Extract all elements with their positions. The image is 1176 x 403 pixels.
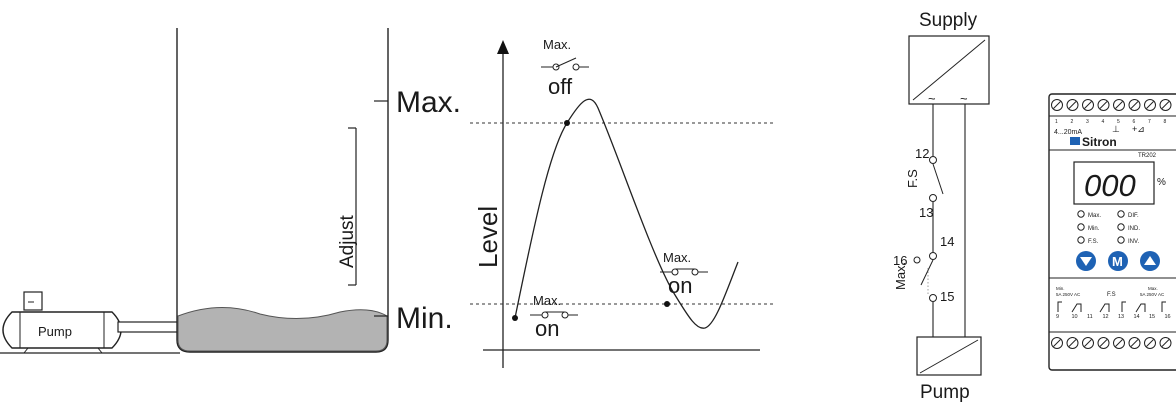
model-label: TR202 [1138, 153, 1157, 159]
switch-max-on-right-label: Max. [663, 250, 691, 265]
option-ind: IND. [1128, 226, 1140, 232]
switch-max-off-state: off [548, 74, 573, 99]
fs-contact: 12 13 F.S [905, 146, 944, 220]
pump-motor-box [23, 291, 43, 311]
display-unit: % [1157, 177, 1166, 188]
wiring-diagram: Supply ~ ~ 12 13 F.S 14 15 16 M [893, 10, 990, 403]
option-inv: INV. [1128, 239, 1139, 245]
y-axis-arrow [497, 40, 509, 54]
min-crossing-point [664, 301, 670, 307]
terminal-14: 14 [940, 234, 954, 249]
relay-symbols [1057, 301, 1166, 313]
pipe [117, 321, 179, 333]
switch-max-on-low: Max. on [530, 293, 578, 341]
display-value: 000 [1084, 168, 1136, 203]
relay-left-rating: 5A 250V AC [1056, 292, 1081, 297]
svg-text:⊥: ⊥ [1112, 124, 1120, 134]
wiring-pump-label: Pump [920, 382, 970, 403]
terminal-15: 15 [940, 289, 954, 304]
max-label: Max. [396, 86, 461, 119]
level-graph: Level Max. off Max. on [470, 37, 775, 368]
down-arrow-icon [1080, 257, 1092, 266]
fs-label: F.S [905, 169, 920, 188]
output-terminal-number: 14 [1134, 314, 1140, 320]
pump-body [2, 311, 122, 349]
max-contact-label: Max. [893, 262, 908, 290]
input-text: 4...20mA [1054, 129, 1082, 136]
brand-logo-mark [1070, 137, 1080, 145]
switch-max-on-low-label: Max. [533, 293, 561, 308]
input-terminal-number: 1 [1055, 119, 1058, 125]
input-terminal-number: 6 [1133, 119, 1136, 125]
min-label: Min. [396, 302, 453, 335]
input-terminal-number: 4 [1102, 119, 1105, 125]
output-terminal-number: 15 [1149, 314, 1155, 320]
option-dif: DIF. [1128, 213, 1139, 219]
adjust-label: Adjust [337, 214, 358, 268]
max-contact: 14 15 16 Max. [893, 234, 954, 304]
output-terminal-number: 9 [1056, 314, 1059, 320]
option-fs: F.S. [1088, 239, 1099, 245]
switch-max-off-label: Max. [543, 37, 571, 52]
tilde-right: ~ [960, 91, 968, 106]
adjust-bracket: Adjust [337, 127, 358, 286]
input-terminal-number: 3 [1086, 119, 1089, 125]
relay-fs-label: F.S [1107, 292, 1116, 298]
option-max: Max. [1088, 213, 1101, 219]
top-terminals: 1 2 3 4 5 6 7 8 [1051, 99, 1172, 125]
bottom-terminals [1051, 337, 1172, 349]
tank-section: Pump Max. Min. Adjust [0, 28, 461, 354]
m-button-label: M [1112, 254, 1123, 269]
brand-name: Sitron [1082, 135, 1117, 149]
level-axis-label: Level [473, 206, 503, 268]
relay-max-label: Max. [1148, 286, 1158, 291]
tilde-left: ~ [928, 91, 936, 106]
device-buttons: M [1076, 251, 1160, 271]
switch-max-on-right: Max. on [660, 250, 708, 298]
output-terminal-number: 16 [1165, 314, 1171, 320]
max-crossing-point [564, 120, 570, 126]
output-terminal-number: 13 [1118, 314, 1124, 320]
input-terminal-number: 8 [1164, 119, 1167, 125]
input-terminal-number: 5 [1117, 119, 1120, 125]
relay-right-rating: 5A 250V AC [1140, 292, 1165, 297]
m-button[interactable] [1108, 251, 1128, 271]
relay-min-label: Min. [1056, 286, 1065, 291]
output-terminal-number: 12 [1103, 314, 1109, 320]
switch-max-on-right-state: on [668, 273, 692, 298]
supply-label: Supply [919, 10, 978, 31]
level-curve [514, 98, 739, 329]
liquid-fill [177, 307, 388, 352]
start-point [512, 315, 518, 321]
terminal-13: 13 [919, 205, 933, 220]
option-min: Min. [1088, 226, 1100, 232]
output-terminal-number: 10 [1072, 314, 1078, 320]
terminal-16: 16 [893, 253, 907, 268]
bottom-terminal-numbers: 9 10 11 12 13 14 15 16 [1056, 314, 1171, 320]
terminal-12: 12 [915, 146, 929, 161]
up-arrow-icon [1144, 256, 1156, 265]
display-frame [1073, 161, 1155, 205]
pump-drawing: Pump [2, 291, 179, 354]
pump-label: Pump [38, 324, 72, 339]
input-terminal-number: 2 [1071, 119, 1074, 125]
output-terminal-number: 11 [1087, 314, 1093, 320]
input-terminal-number: 7 [1148, 119, 1151, 125]
option-leds: Max. Min. F.S. DIF. IND. INV. [1077, 210, 1140, 245]
switch-max-on-low-state: on [535, 316, 559, 341]
switch-max-off: Max. off [541, 37, 589, 99]
svg-text:+⊿: +⊿ [1132, 124, 1145, 134]
